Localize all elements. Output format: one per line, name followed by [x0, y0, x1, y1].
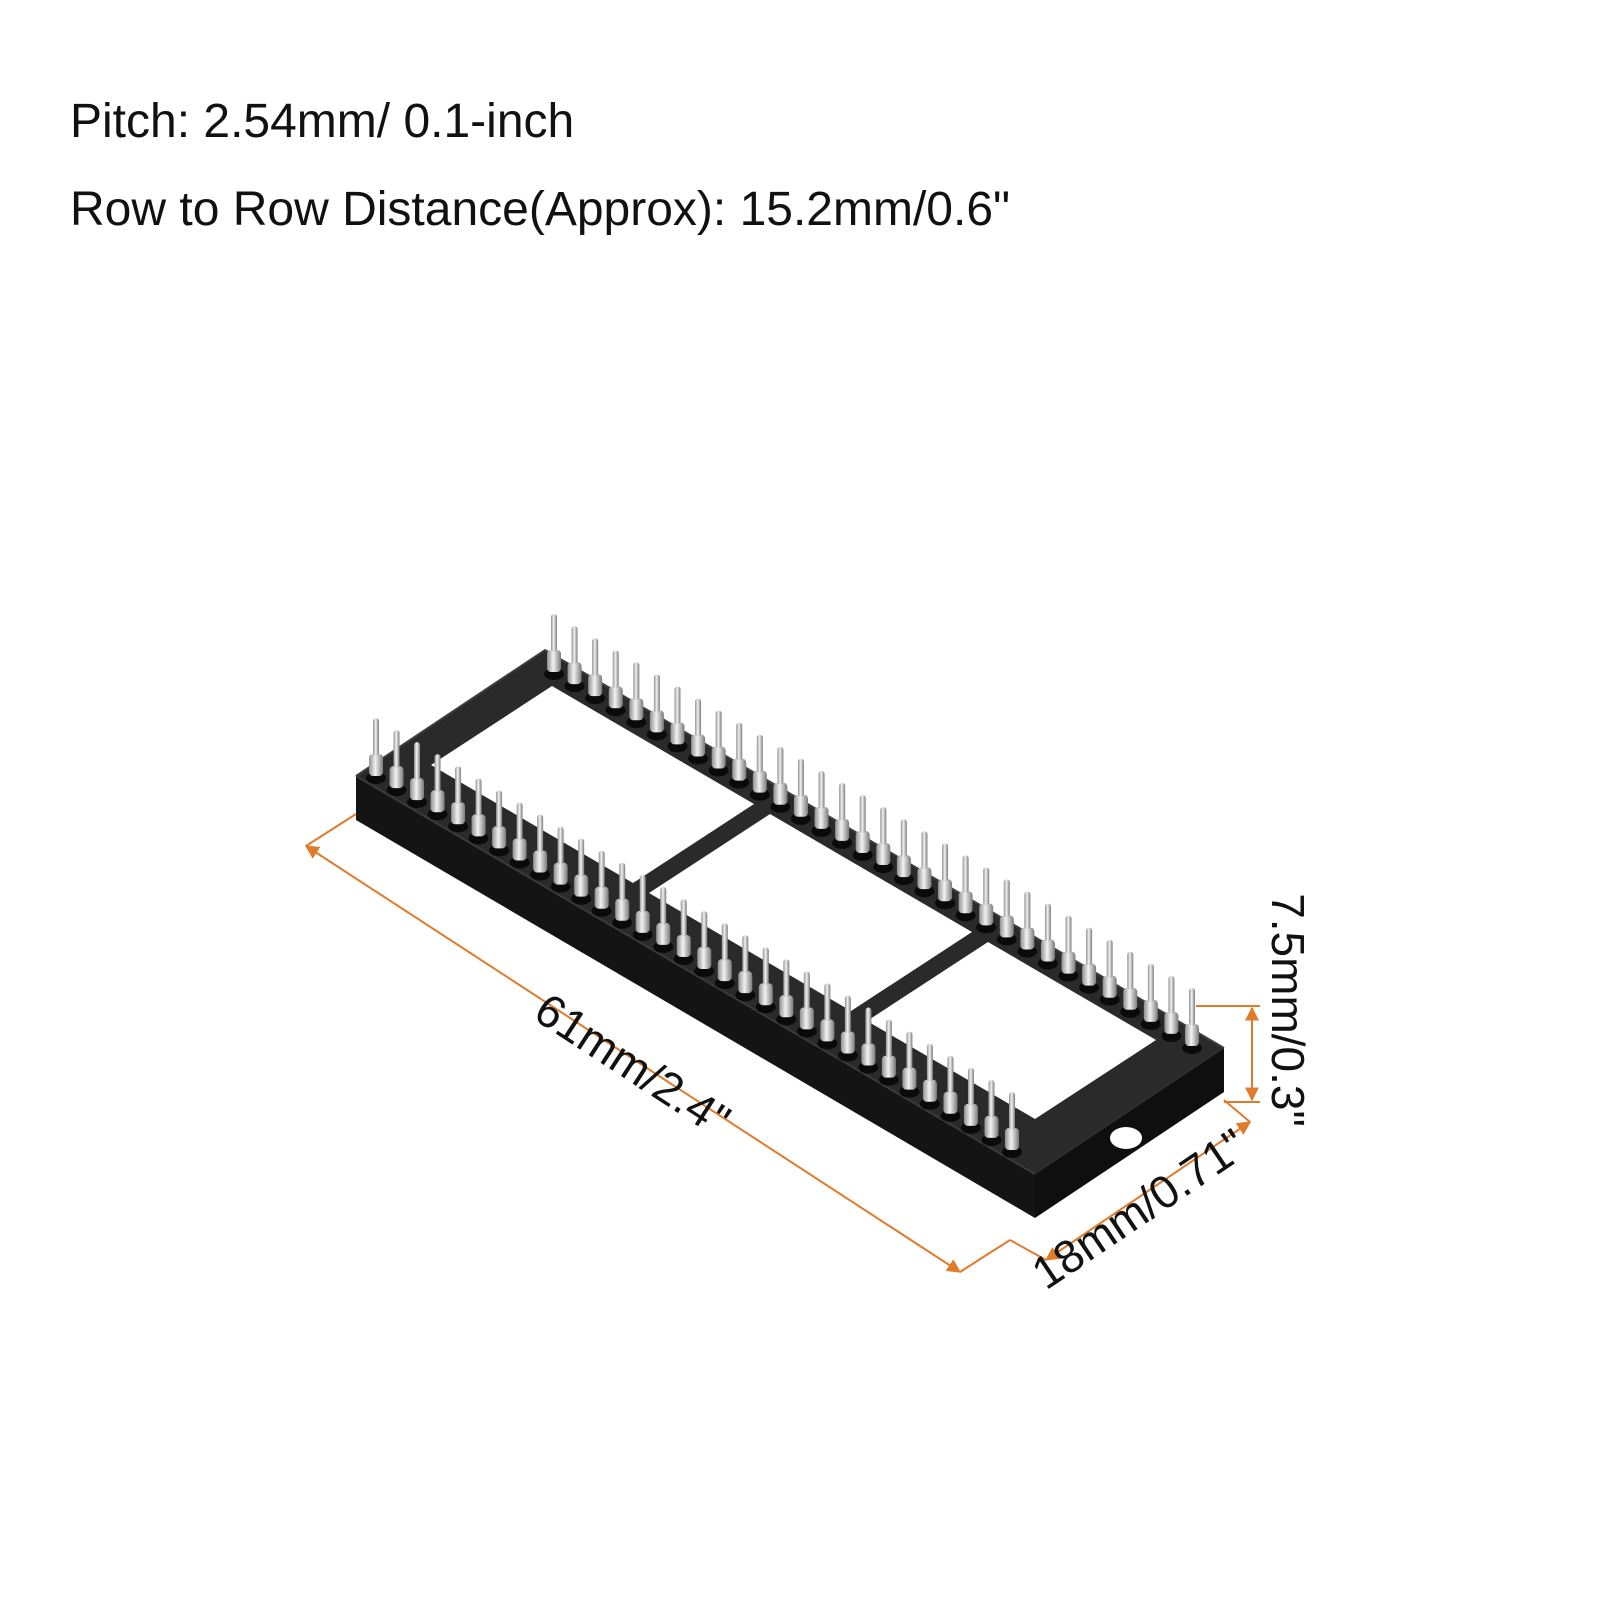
pin-back — [646, 674, 667, 741]
pin-row-back — [544, 614, 1202, 1054]
pin-back — [585, 638, 606, 705]
pin-back — [708, 710, 729, 777]
pin-back — [1120, 951, 1141, 1018]
pin-front — [981, 1079, 1002, 1146]
pin-back — [1161, 975, 1182, 1042]
pin-back — [914, 831, 935, 898]
pin-front — [407, 742, 428, 809]
pin-front — [448, 766, 469, 833]
pin-back — [1058, 915, 1079, 982]
socket-window-1 — [431, 686, 754, 883]
pin-back — [605, 650, 626, 717]
pin-back — [955, 855, 976, 922]
pin-back — [626, 662, 647, 729]
pin-front — [366, 718, 386, 784]
pin-back — [852, 794, 873, 861]
length-dimension-line — [304, 845, 962, 1273]
spec-pitch: Pitch: 2.54mm/ 0.1-inch — [70, 95, 575, 148]
pin-back — [688, 698, 709, 765]
length-extension-left — [305, 813, 357, 847]
pin-back — [811, 770, 832, 837]
pin-back — [893, 819, 914, 886]
pin-front — [468, 778, 489, 845]
pin-back — [1182, 988, 1202, 1054]
pin-back — [564, 626, 585, 693]
pin-front — [1002, 1092, 1022, 1158]
width-dimension-line — [1044, 1121, 1252, 1261]
pin-back — [749, 734, 770, 801]
pin-front — [960, 1067, 981, 1134]
pin-front — [427, 754, 448, 821]
pin-back — [729, 722, 750, 789]
pin-back — [1079, 927, 1100, 994]
pin-back — [996, 879, 1017, 946]
pin-back — [544, 614, 564, 680]
pin-front — [386, 730, 407, 797]
width-extension-right — [1223, 1099, 1251, 1123]
spec-row-distance: Row to Row Distance(Approx): 15.2mm/0.6" — [70, 183, 1011, 236]
pin-back — [976, 867, 997, 934]
pin-back — [873, 807, 894, 874]
pin-back — [790, 758, 811, 825]
pin-back — [1037, 903, 1058, 970]
pin-back — [832, 782, 853, 849]
pin-back — [1017, 891, 1038, 958]
pin-back — [770, 746, 791, 813]
dimension-lines — [304, 813, 1260, 1273]
length-extension-right — [959, 1239, 1011, 1273]
socket-body — [355, 648, 1225, 1218]
socket-notch — [1110, 1127, 1142, 1149]
height-label: 7.5mm/0.3" — [1262, 893, 1314, 1127]
width-extension-left — [1009, 1239, 1047, 1261]
pin-back — [1140, 963, 1161, 1030]
pin-back — [1099, 939, 1120, 1006]
pin-back — [935, 843, 956, 910]
pin-back — [667, 686, 688, 753]
